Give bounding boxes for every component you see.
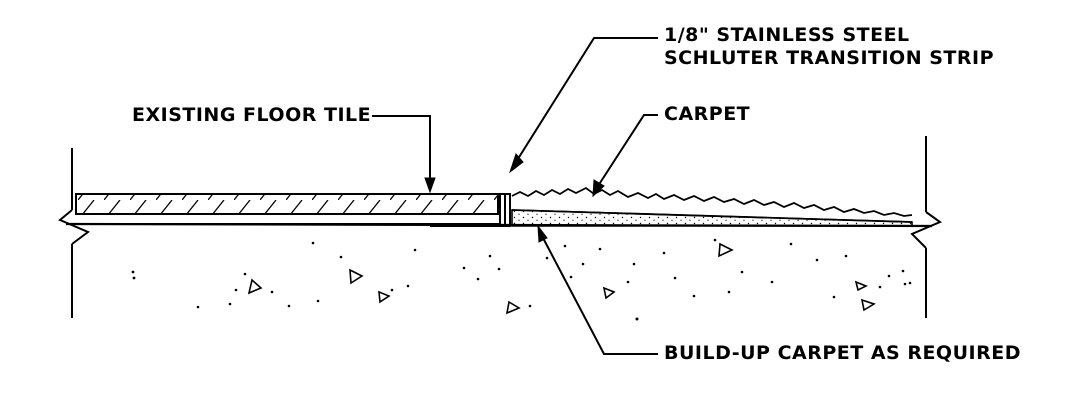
aggregate-triangle	[349, 268, 364, 285]
transition-strip-label-line2: SCHLUTER TRANSITION STRIP	[664, 47, 994, 69]
carpet	[511, 186, 913, 223]
aggregate-triangle	[718, 242, 734, 258]
aggregate-triangle	[854, 280, 868, 292]
buildup-arrowhead	[537, 224, 548, 243]
carpet-arrowhead	[592, 179, 605, 198]
existing-tile-leader	[372, 115, 431, 188]
transition-strip-arrowhead	[509, 153, 524, 174]
schluter-transition-strip	[430, 193, 511, 227]
aggregate-triangle	[860, 298, 876, 312]
aggregate-triangle	[602, 286, 616, 300]
existing-floor-tile-label: EXISTING FLOOR TILE	[132, 104, 372, 126]
right-break-mark	[910, 211, 943, 249]
aggregate-triangle	[247, 278, 263, 295]
left-break-mark	[58, 209, 90, 245]
concrete-aggregate	[247, 242, 876, 315]
concrete-dots	[131, 238, 912, 321]
existing-floor-tile	[72, 193, 500, 225]
carpet-backing-line	[511, 209, 913, 223]
transition-strip-leader	[515, 37, 658, 163]
transition-strip-label-line1: 1/8" STAINLESS STEEL	[664, 24, 910, 46]
existing-tile-arrowhead	[424, 177, 436, 194]
aggregate-triangle	[505, 300, 521, 315]
buildup-carpet-label: BUILD-UP CARPET AS REQUIRED	[664, 342, 1021, 364]
aggregate-triangle	[378, 290, 391, 304]
carpet-label: CARPET	[664, 103, 751, 125]
leader-lines	[372, 37, 658, 355]
buildup-leader	[541, 235, 658, 355]
carpet-leader	[597, 114, 658, 187]
carpet-pile-top-line	[511, 186, 913, 217]
